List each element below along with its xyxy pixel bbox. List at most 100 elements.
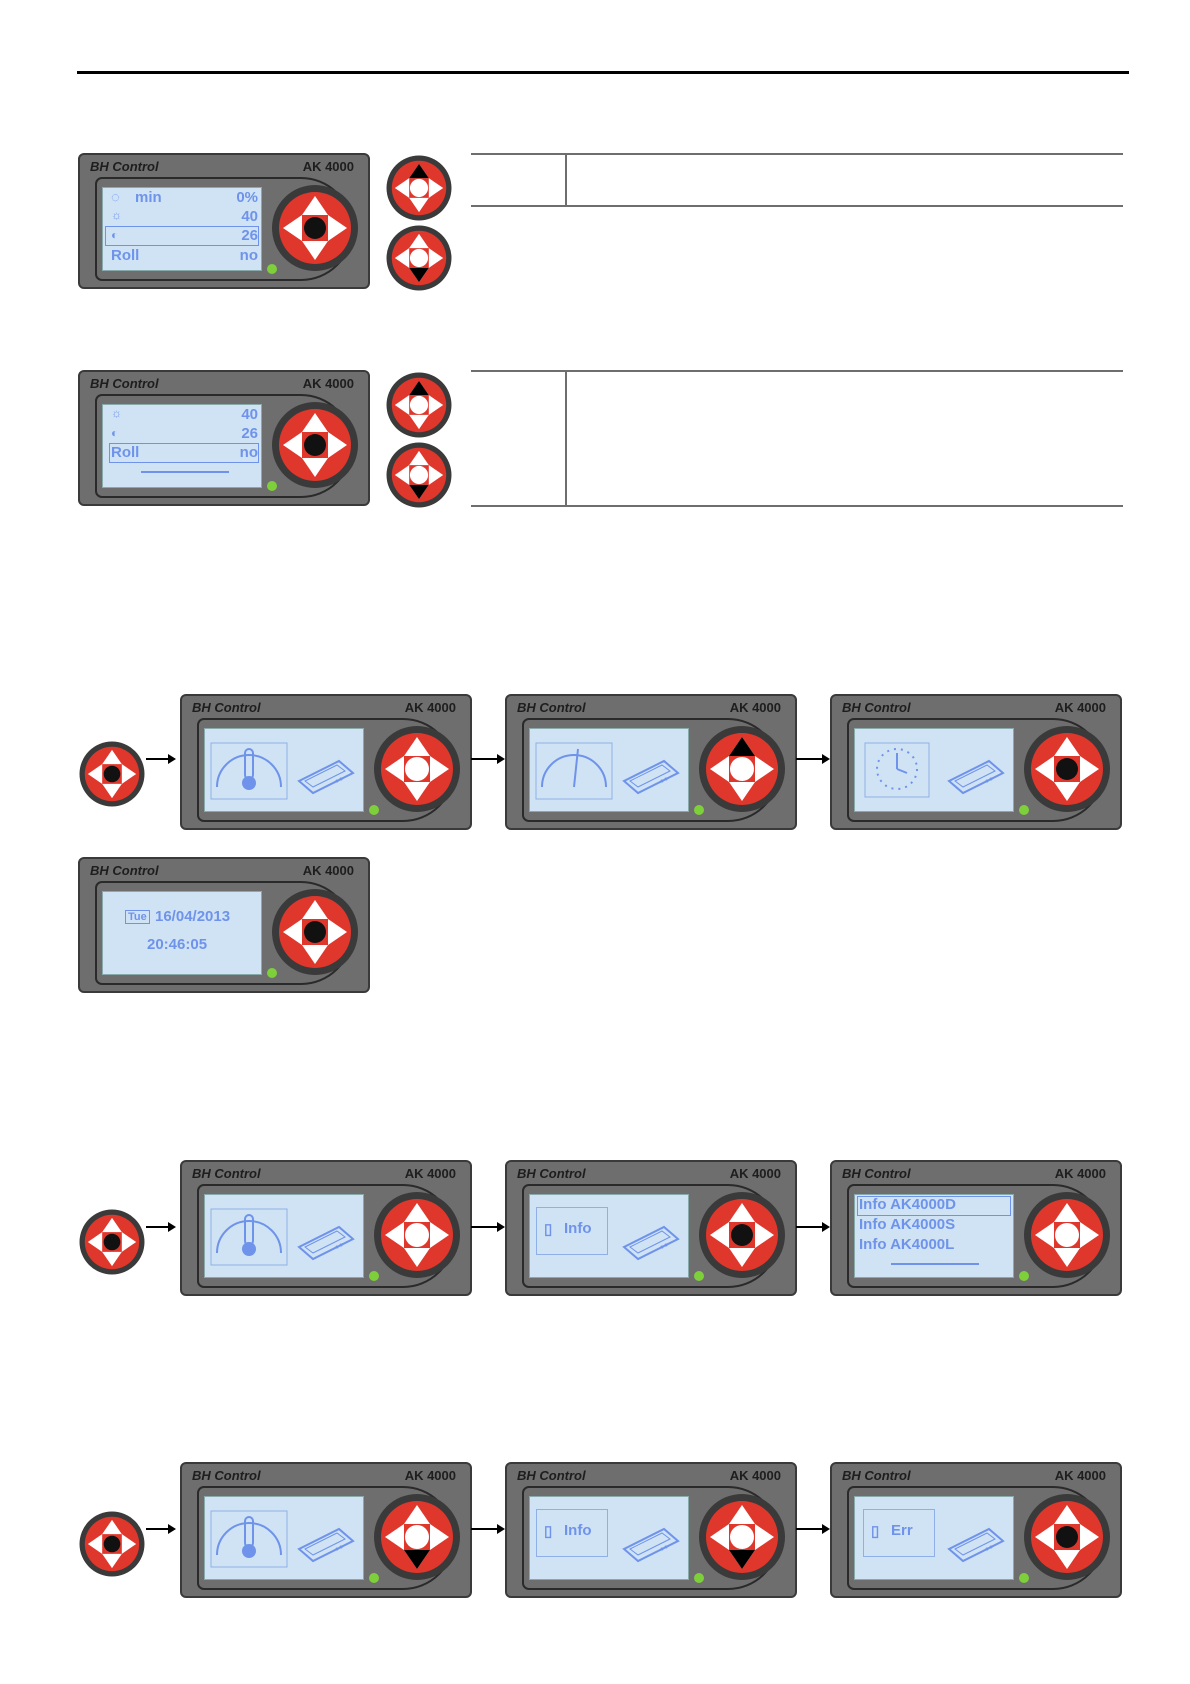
table-rule: [471, 505, 1123, 507]
arrow-right-icon: [146, 752, 176, 766]
lcd-screen: ▯ Info: [529, 1194, 689, 1278]
row-value: no: [240, 247, 258, 264]
nav-wheel[interactable]: [270, 887, 360, 977]
device-panel-err-2: BH Control AK 4000 ▯ Info: [505, 1462, 797, 1598]
brand-label: BH Control: [192, 1166, 261, 1181]
date-value: 16/04/2013: [155, 908, 230, 925]
device-icon: [620, 1519, 684, 1567]
thermometer-gauge-icon: [209, 1507, 289, 1571]
arrow-right-icon: [796, 1220, 830, 1234]
device-panel-info-2: BH Control AK 4000 ▯ Info: [505, 1160, 797, 1296]
nav-wheel[interactable]: [270, 183, 360, 273]
row-value: 0%: [236, 189, 258, 206]
gauge-icon: [534, 739, 614, 803]
brand-label: BH Control: [517, 700, 586, 715]
row-label: min: [135, 189, 162, 206]
row-label: Roll: [111, 247, 139, 264]
arrow-right-icon: [471, 1220, 505, 1234]
nav-wheel[interactable]: [697, 724, 787, 814]
enter-button-icon[interactable]: [78, 1208, 146, 1276]
info-item: Info AK4000L: [859, 1236, 954, 1253]
info-icon: ▯: [544, 1522, 552, 1540]
lcd-screen: ☼ 40 ◐ 26 Roll no: [102, 404, 262, 488]
arrow-right-icon: [796, 752, 830, 766]
nav-wheel[interactable]: [372, 724, 462, 814]
enter-button-icon[interactable]: [78, 740, 146, 808]
info-item: Info AK4000S: [859, 1216, 955, 1233]
nav-wheel[interactable]: [1022, 724, 1112, 814]
down-button-icon[interactable]: [385, 441, 453, 509]
device-panel-err-1: BH Control AK 4000: [180, 1462, 472, 1598]
lcd-screen: [204, 1496, 364, 1580]
row-value: 40: [241, 208, 258, 225]
arrow-right-icon: [796, 1522, 830, 1536]
arrow-right-icon: [146, 1220, 176, 1234]
sun-icon: ☼: [111, 406, 122, 420]
sun-icon: ☼: [111, 208, 122, 222]
device-panel-info-1: BH Control AK 4000: [180, 1160, 472, 1296]
header-rule: [77, 71, 1129, 74]
device-icon: [295, 1519, 359, 1567]
row-value: 26: [241, 227, 258, 244]
device-panel-menu-2: BH Control AK 4000: [505, 694, 797, 830]
selection-highlight: [105, 226, 259, 246]
enter-button-icon[interactable]: [78, 1510, 146, 1578]
drop-icon: ◌: [111, 189, 120, 206]
lcd-screen: [204, 728, 364, 812]
table-rule: [471, 370, 1123, 372]
nav-wheel[interactable]: [697, 1492, 787, 1582]
err-icon: ▯: [871, 1522, 879, 1540]
brand-label: BH Control: [90, 863, 159, 878]
device-icon: [620, 751, 684, 799]
row-value: 26: [241, 425, 258, 442]
lcd-screen: Tue 16/04/2013 20:46:05: [102, 891, 262, 975]
model-label: AK 4000: [405, 1468, 456, 1483]
down-button-icon[interactable]: [385, 224, 453, 292]
model-label: AK 4000: [303, 376, 354, 391]
device-icon: [945, 1519, 1009, 1567]
nav-wheel[interactable]: [1022, 1492, 1112, 1582]
model-label: AK 4000: [730, 1468, 781, 1483]
row-label: Roll: [111, 444, 139, 461]
model-label: AK 4000: [405, 700, 456, 715]
brand-label: BH Control: [842, 1468, 911, 1483]
nav-wheel[interactable]: [372, 1190, 462, 1280]
brand-label: BH Control: [90, 376, 159, 391]
brand-label: BH Control: [517, 1166, 586, 1181]
model-label: AK 4000: [730, 1166, 781, 1181]
device-icon: [295, 1217, 359, 1265]
info-icon: ▯: [544, 1220, 552, 1238]
lcd-screen: ▯ Err: [854, 1496, 1014, 1580]
contrast-icon: ◐: [111, 426, 118, 440]
lcd-screen: [529, 728, 689, 812]
up-button-icon[interactable]: [385, 154, 453, 222]
arrow-right-icon: [471, 1522, 505, 1536]
lcd-screen: ▯ Info: [529, 1496, 689, 1580]
lcd-screen: ◌ min 0% ☼ 40 ◐ 26 Roll no: [102, 187, 262, 271]
table-divider: [565, 370, 567, 507]
clock-icon: [863, 739, 935, 803]
table-divider: [565, 153, 567, 207]
brand-label: BH Control: [842, 1166, 911, 1181]
model-label: AK 4000: [1055, 1468, 1106, 1483]
day-label: Tue: [125, 910, 150, 924]
nav-wheel[interactable]: [372, 1492, 462, 1582]
device-panel-info-3: BH Control AK 4000 Info AK4000D Info AK4…: [830, 1160, 1122, 1296]
contrast-icon: ◐: [111, 228, 118, 242]
info-label: Info: [564, 1522, 592, 1539]
model-label: AK 4000: [1055, 1166, 1106, 1181]
device-panel-menu-3: BH Control AK 4000: [830, 694, 1122, 830]
info-item: Info AK4000D: [859, 1196, 956, 1213]
time-value: 20:46:05: [147, 936, 207, 953]
thermometer-gauge-icon: [209, 1205, 289, 1269]
err-label: Err: [891, 1522, 913, 1539]
nav-wheel[interactable]: [270, 400, 360, 490]
device-icon: [295, 751, 359, 799]
nav-wheel[interactable]: [697, 1190, 787, 1280]
brand-label: BH Control: [192, 700, 261, 715]
end-of-list-line: [141, 471, 229, 473]
brand-label: BH Control: [90, 159, 159, 174]
nav-wheel[interactable]: [1022, 1190, 1112, 1280]
up-button-icon[interactable]: [385, 371, 453, 439]
thermometer-gauge-icon: [209, 739, 289, 803]
